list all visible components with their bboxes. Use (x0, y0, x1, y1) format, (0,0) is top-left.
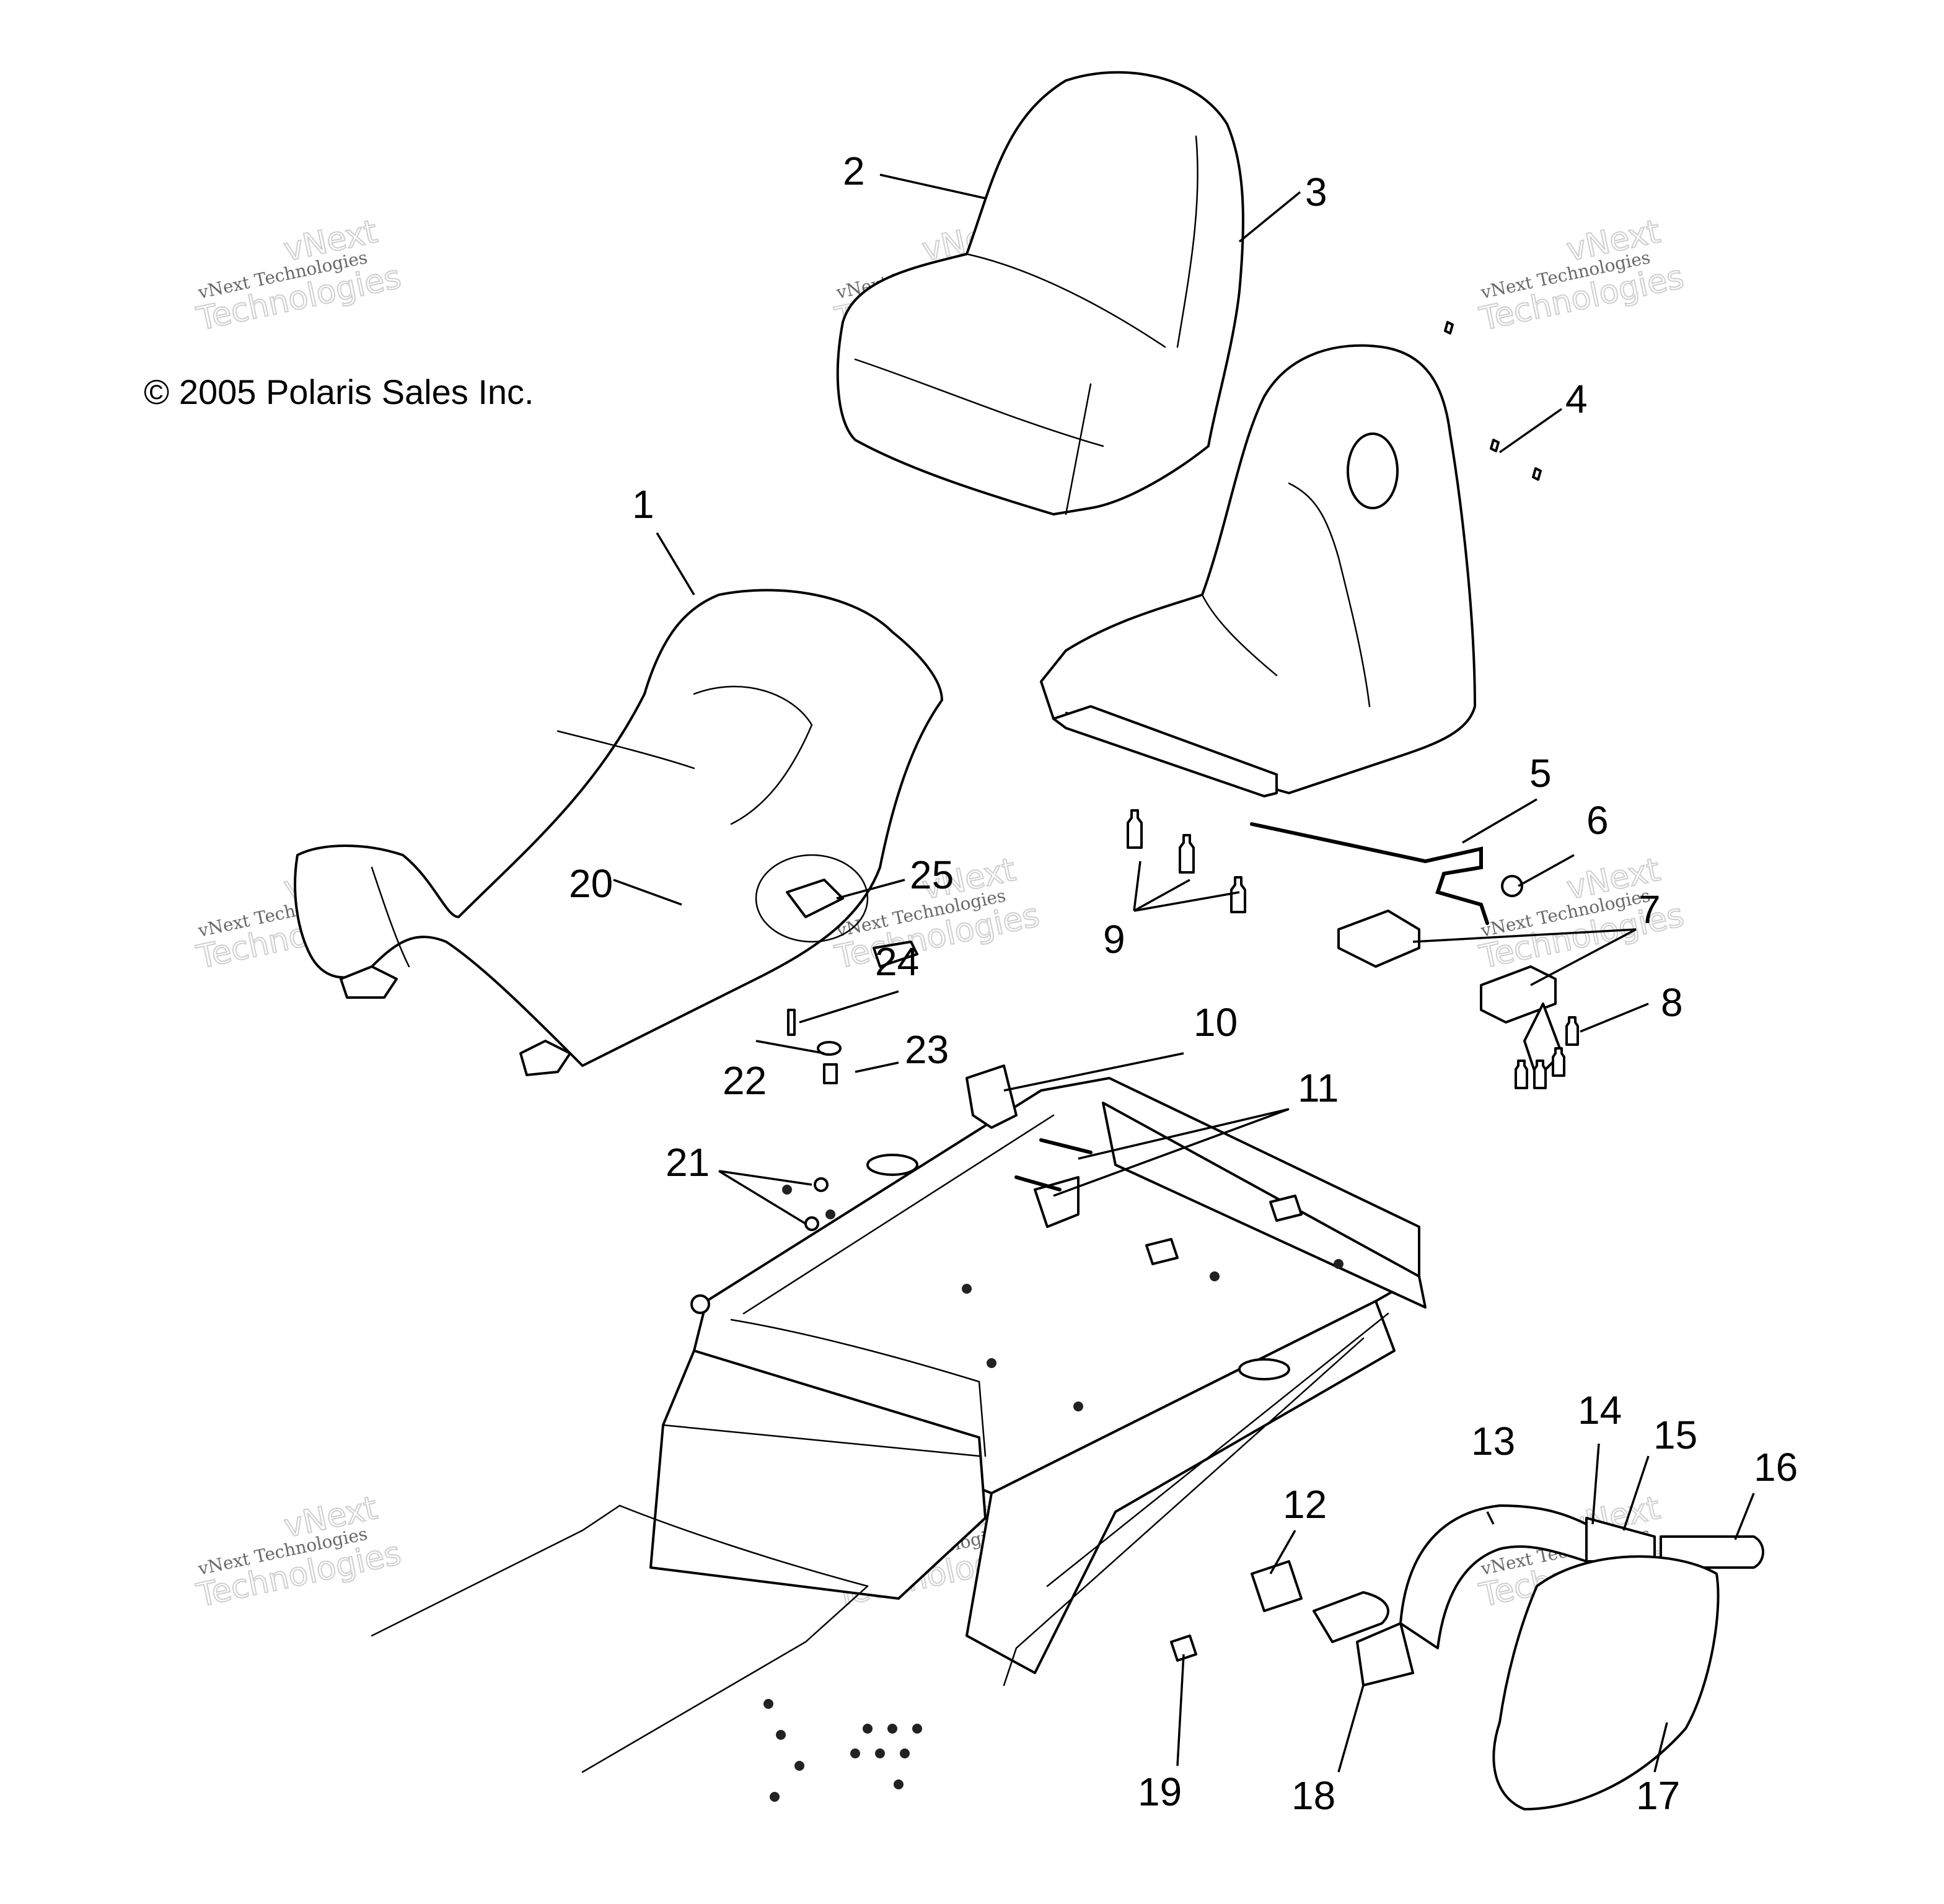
slot (1238, 1358, 1290, 1380)
end-cap-16 (1660, 1535, 1764, 1569)
callout-11: 11 (1298, 1066, 1339, 1110)
slot (873, 941, 918, 968)
callout-6: 6 (1586, 798, 1609, 843)
seat-latch-25 (755, 854, 869, 943)
bumper-20 (690, 1294, 710, 1314)
spring (1501, 875, 1523, 897)
callout-17: 17 (1636, 1773, 1680, 1818)
bracket-10 (965, 1064, 1018, 1129)
bolt-group-8 (1515, 1016, 1579, 1089)
screw-19 (1170, 1634, 1197, 1662)
callout-4: 4 (1565, 377, 1588, 421)
callout-14: 14 (1578, 1388, 1622, 1432)
callout-22: 22 (723, 1058, 767, 1103)
callout-10: 10 (1194, 1000, 1238, 1045)
knob-18 (1356, 1622, 1414, 1687)
callout-16: 16 (1754, 1445, 1798, 1489)
bumper (1145, 1238, 1179, 1265)
bolt-23 (823, 1063, 838, 1084)
latch-brackets (1337, 910, 1563, 1079)
callout-25: 25 (910, 853, 954, 897)
seat-speaker-mount (1347, 432, 1399, 509)
watermark-3: vNext vNext Technologies Technologies (1476, 213, 1687, 339)
mount-block (1313, 1591, 1389, 1643)
callout-19: 19 (1138, 1770, 1182, 1814)
screw-group-4 (1444, 321, 1542, 481)
callout-15: 15 (1653, 1413, 1697, 1457)
callout-8: 8 (1661, 980, 1683, 1025)
callout-20: 20 (569, 861, 613, 906)
callout-12: 12 (1283, 1482, 1327, 1527)
callout-21: 21 (666, 1140, 710, 1185)
callout-7: 7 (1638, 887, 1661, 932)
seat-base (1040, 344, 1476, 797)
copyright-text: © 2005 Polaris Sales Inc. (144, 372, 534, 411)
passenger-seat-cushion (836, 71, 1244, 515)
nut-21 (814, 1177, 829, 1192)
main-seat (294, 589, 943, 1076)
nut-21 (804, 1216, 819, 1231)
bolt-group-9 (1127, 809, 1246, 913)
slot (866, 1154, 918, 1176)
callout-9: 9 (1103, 917, 1125, 962)
callout-13: 13 (1471, 1419, 1515, 1463)
callout-1: 1 (632, 482, 654, 527)
seat-fasteners (787, 1009, 842, 1084)
watermark-1: vNext vNext Technologies Technologies (193, 213, 405, 339)
bushing-12 (1251, 1560, 1303, 1612)
callout-18: 18 (1291, 1773, 1335, 1818)
callout-5: 5 (1529, 751, 1552, 796)
bumper (1269, 1195, 1303, 1222)
pin-24 (787, 1009, 796, 1036)
leader-lines (613, 173, 1755, 1773)
grab-bar-assembly (1170, 1504, 1764, 1810)
callout-3: 3 (1305, 170, 1327, 214)
callout-23: 23 (905, 1027, 949, 1072)
callout-24: 24 (875, 939, 919, 984)
watermark-7: vNext vNext Technologies Technologies (193, 1489, 405, 1615)
mounting-holes (763, 1185, 1344, 1802)
chassis-frame (371, 941, 1427, 1773)
callout-2: 2 (843, 149, 865, 193)
washer-22 (817, 1041, 842, 1056)
latch-rod (1250, 822, 1489, 925)
callout-labels: 1 2 3 4 5 6 7 8 9 10 11 12 13 14 15 16 1… (569, 149, 1798, 1818)
